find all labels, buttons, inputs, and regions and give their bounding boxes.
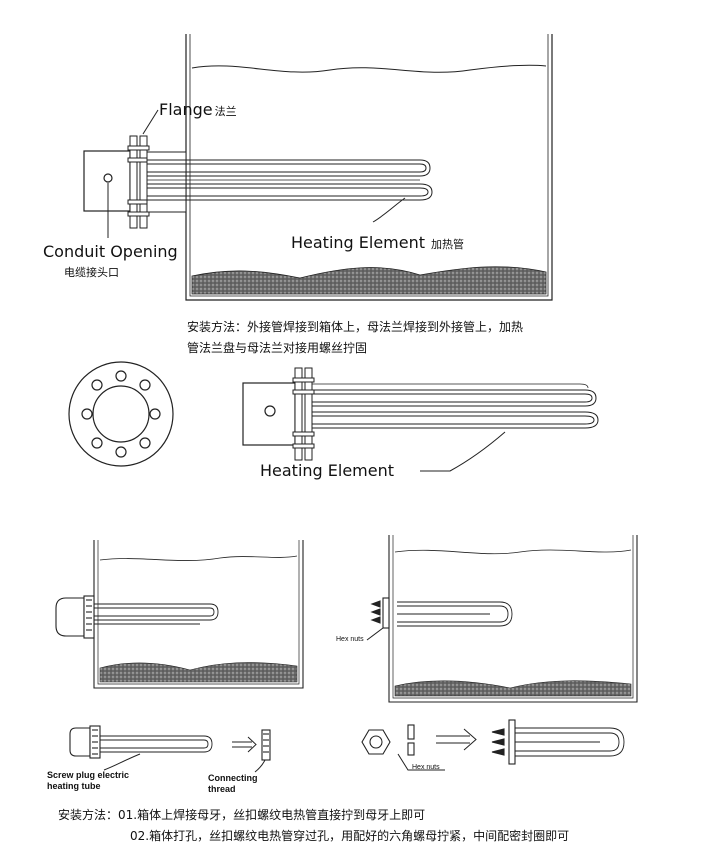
flange-plate-1 (129, 135, 138, 229)
tank-3-left (55, 540, 304, 689)
arrow-left-assembly (232, 736, 257, 753)
sediment-1 (191, 266, 547, 295)
conduit-opening-label: Conduit Opening (43, 242, 178, 261)
leaders-4-left (103, 753, 266, 773)
flange-face (68, 361, 174, 467)
footer-method-line-1: 安装方法：01.箱体上焊接母牙，丝扣螺纹电热管直接拧到母牙上即可 (58, 808, 426, 822)
hex-nuts-label-parts: Hex nuts (412, 764, 440, 771)
flange-label-cn: 法兰 (214, 105, 237, 118)
hex-nuts-leader-tank (366, 627, 384, 641)
connecting-thread-label-line-2: thread (208, 784, 236, 794)
screw-plug-label: Screw plug electric heating tube (47, 770, 129, 792)
conduit-opening-label-cn: 电缆接头口 (64, 266, 119, 279)
heating-element-label-1-en: Heating Element (291, 233, 426, 252)
screw-plug-label-line-2: heating tube (47, 781, 101, 791)
leader-2 (420, 431, 506, 472)
heating-element-assembly-2 (242, 367, 599, 461)
heating-element-label-1: Heating Element 加热管 (291, 233, 464, 252)
hex-nuts-label-tank: Hex nuts (336, 636, 364, 643)
hex-nut-tube (491, 719, 625, 765)
hex-nut-part (361, 729, 391, 755)
install-method-line-1: 安装方法：外接管焊接到箱体上，母法兰焊接到外接管上，加热 (187, 320, 524, 334)
nut-thin-part (407, 724, 415, 756)
hex-nuts-leader-parts (397, 753, 445, 771)
heating-element-label-2: Heating Element (260, 461, 395, 480)
footer-method-line-2: 02.箱体打孔，丝扣螺纹电热管穿过孔，用配好的六角螺母拧紧，中间配密封圈即可 (130, 829, 570, 843)
leaders-1 (107, 109, 406, 238)
screw-plug-tube (69, 725, 213, 759)
install-method-line-2: 管法兰盘与母法兰对接用螺丝拧固 (187, 341, 368, 355)
flange-label-en: Flange (159, 100, 213, 119)
connecting-thread-label-line-1: Connecting (208, 773, 258, 783)
heating-element-assembly-1 (83, 135, 433, 229)
connecting-thread-part (261, 729, 271, 761)
screw-plug-label-line-1: Screw plug electric (47, 770, 130, 780)
heating-element-label-1-cn: 加热管 (431, 238, 465, 251)
water-surface-1 (191, 64, 547, 73)
tank-1 (185, 34, 553, 301)
arrow-right-assembly (436, 728, 477, 751)
conduit-opening-hole (103, 173, 113, 183)
connecting-thread-label: Connecting thread (208, 773, 258, 795)
tank-3-right (370, 535, 638, 703)
